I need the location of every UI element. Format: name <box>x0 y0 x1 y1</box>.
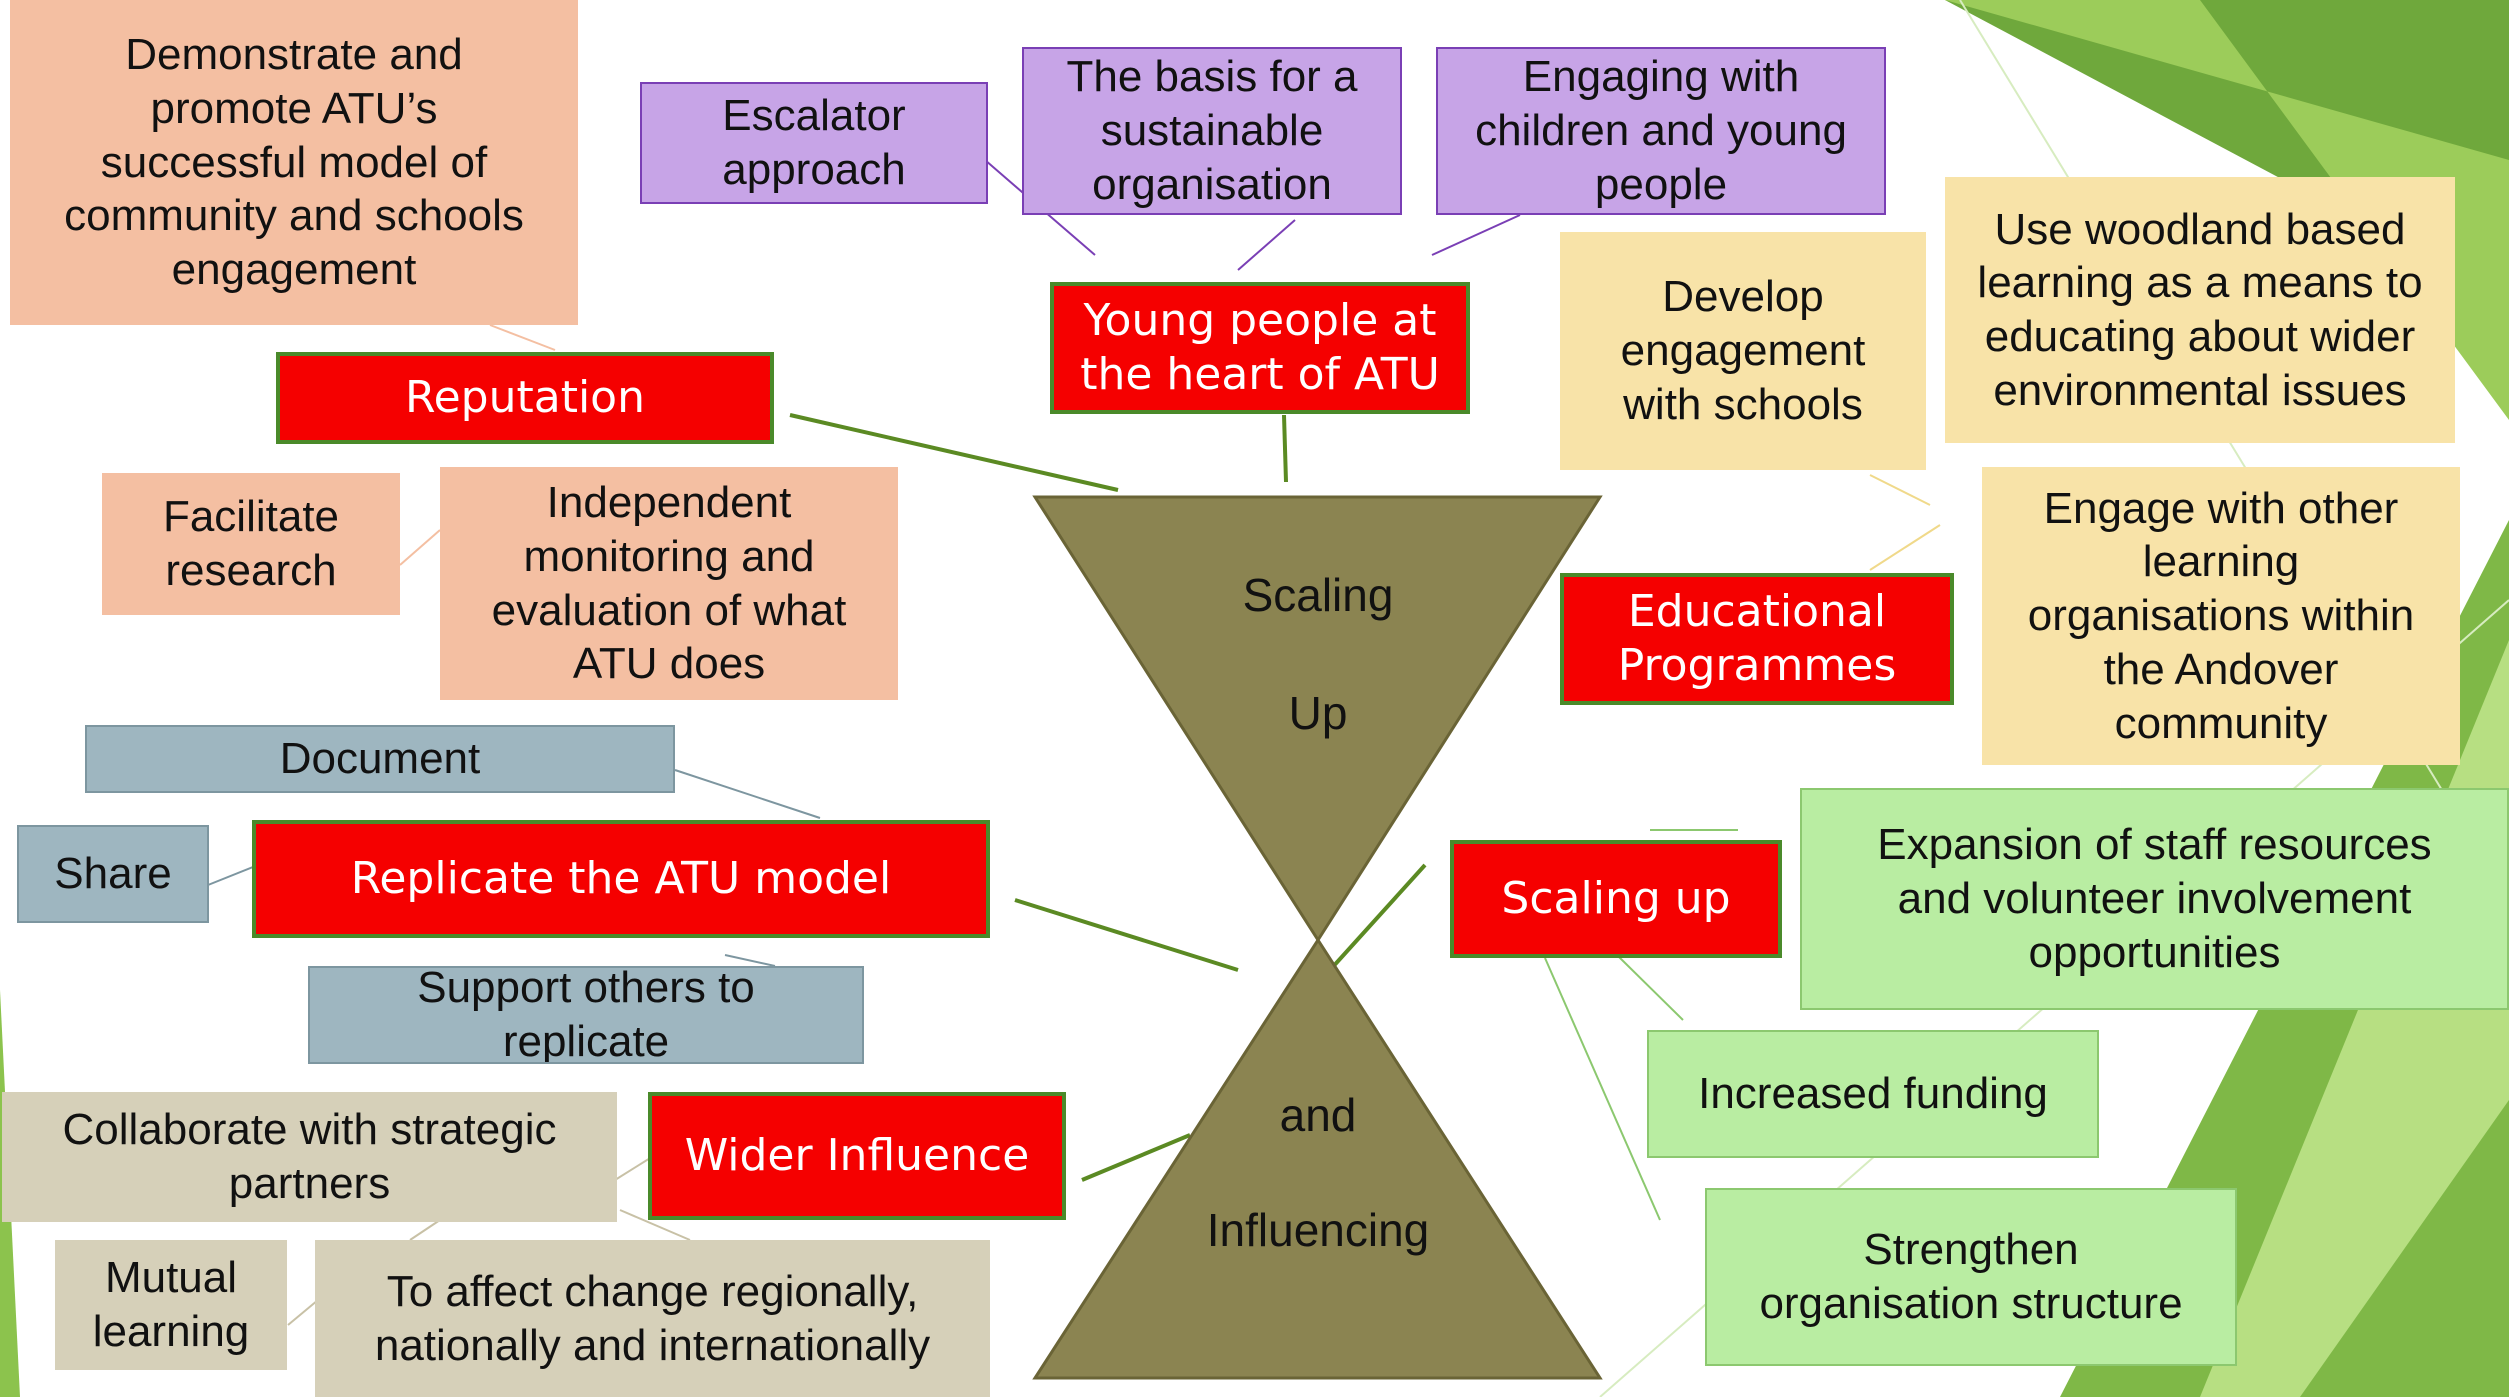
category-replicate-model: Replicate the ATU model <box>252 820 990 938</box>
hourglass-label-influencing: Influencing <box>1206 1204 1430 1256</box>
hourglass-bottom-triangle <box>1032 937 1603 1380</box>
sustainable-organisation-box: The basis for a sustainable organisation <box>1022 47 1402 215</box>
engage-other-organisations-box: Engage with other learning organisations… <box>1982 467 2460 765</box>
category-wider-influence: Wider Influence <box>648 1092 1066 1220</box>
escalator-approach-box: Escalator approach <box>640 82 988 204</box>
engaging-young-people-box: Engaging with children and young people <box>1436 47 1886 215</box>
mutual-learning-box: Mutual learning <box>55 1240 287 1370</box>
facilitate-research-box: Facilitate research <box>102 473 400 615</box>
collaborate-partners-box: Collaborate with strategic partners <box>2 1092 617 1222</box>
expansion-staff-box: Expansion of staff resources and volunte… <box>1800 788 2509 1010</box>
hourglass-label-up: Up <box>1288 687 1348 739</box>
strengthen-structure-box: Strengthen organisation structure <box>1705 1188 2237 1366</box>
support-others-box: Support others to replicate <box>308 966 864 1064</box>
share-box: Share <box>17 825 209 923</box>
category-educational-programmes: Educational Programmes <box>1560 573 1954 705</box>
hourglass-label-scaling: Scaling <box>1242 569 1394 621</box>
demonstrate-promote-box: Demonstrate and promote ATU’s successful… <box>10 0 578 325</box>
woodland-learning-box: Use woodland based learning as a means t… <box>1945 177 2455 443</box>
category-reputation: Reputation <box>276 352 774 444</box>
hourglass-top-triangle <box>1032 495 1603 943</box>
increased-funding-box: Increased funding <box>1647 1030 2099 1158</box>
affect-change-box: To affect change regionally, nationally … <box>315 1240 990 1397</box>
develop-engagement-box: Develop engagement with schools <box>1560 232 1926 470</box>
category-scaling-up: Scaling up <box>1450 840 1782 958</box>
document-box: Document <box>85 725 675 793</box>
hourglass-label-and: and <box>1279 1089 1357 1141</box>
category-young-people: Young people at the heart of ATU <box>1050 282 1470 414</box>
independent-monitoring-box: Independent monitoring and evaluation of… <box>440 467 898 700</box>
